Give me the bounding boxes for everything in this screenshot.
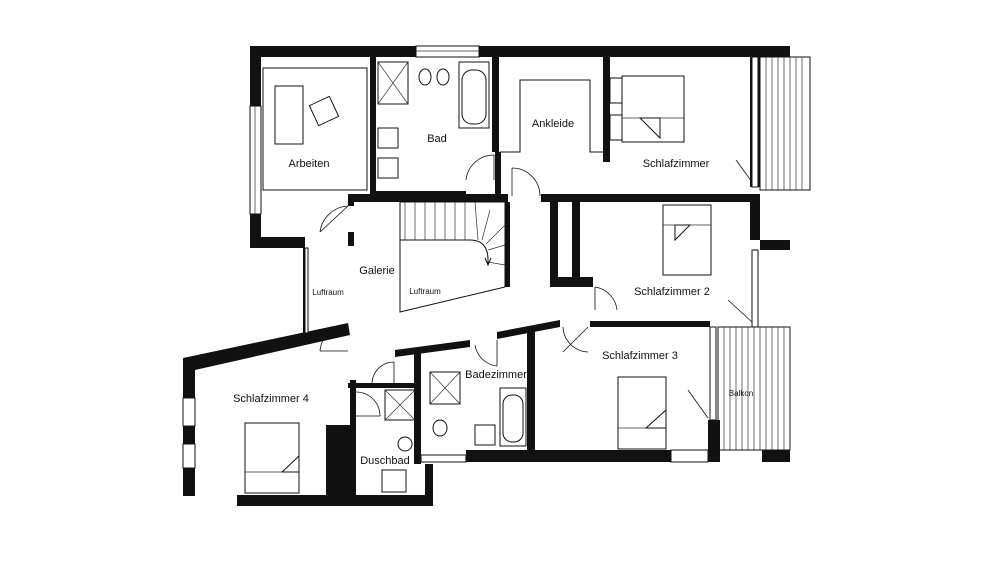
label-schlafzimmer-2: Schlafzimmer 2: [634, 286, 710, 298]
label-ankleide: Ankleide: [532, 118, 574, 130]
bed-master: [609, 75, 685, 143]
label-arbeiten: Arbeiten: [289, 158, 330, 170]
label-balkon: Balkon: [729, 389, 753, 398]
label-galerie: Galerie: [359, 265, 394, 277]
label-luftraum-left: Luftraum: [312, 288, 344, 297]
duschbad-fixtures: [381, 389, 416, 493]
bed-4: [244, 422, 300, 494]
bed-3: [617, 376, 667, 450]
label-schlafzimmer-3: Schlafzimmer 3: [602, 350, 678, 362]
badezimmer-fixtures: [429, 371, 527, 447]
doors: [319, 154, 753, 419]
closet: [500, 79, 603, 153]
label-duschbad: Duschbad: [360, 455, 410, 467]
stairs: [399, 201, 506, 313]
desk: [262, 67, 368, 191]
bathroom-fixtures: [377, 61, 490, 179]
label-schlafzimmer-4: Schlafzimmer 4: [233, 393, 309, 405]
bed-2: [662, 204, 712, 276]
label-schlafzimmer: Schlafzimmer: [643, 158, 710, 170]
lower-balcony: [709, 249, 791, 451]
upper-balcony: [751, 56, 811, 191]
windows: [182, 45, 709, 469]
walls: [183, 46, 790, 506]
label-badezimmer: Badezimmer: [465, 369, 527, 381]
label-luftraum-stair: Luftraum: [409, 287, 441, 296]
label-bad: Bad: [427, 133, 447, 145]
